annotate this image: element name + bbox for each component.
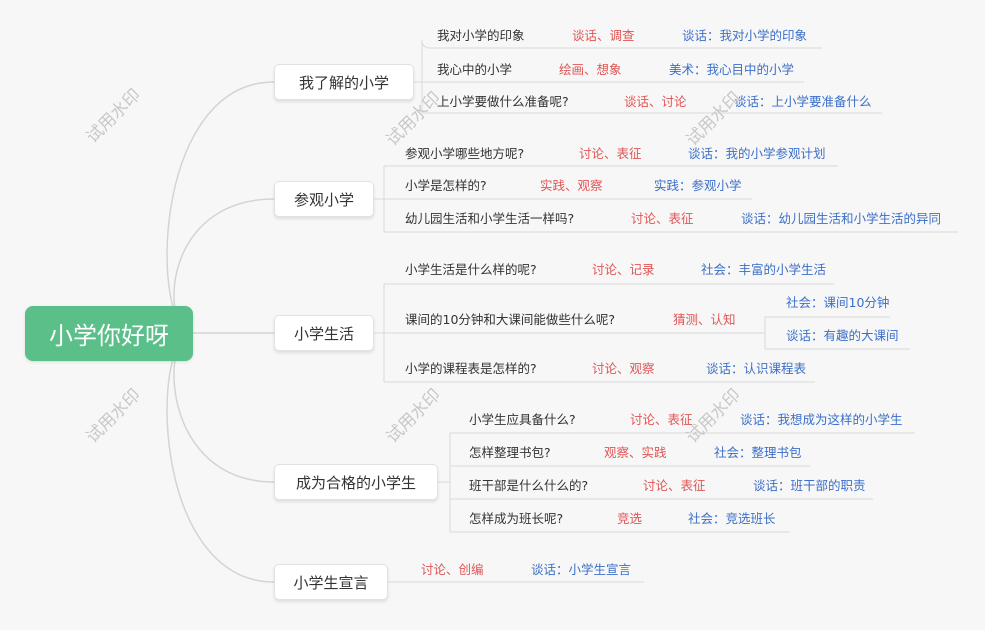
topic-activity[interactable]: 谈话：班干部的职责 [753,478,866,493]
topic-method[interactable]: 讨论、表征 [631,211,694,226]
topic-method[interactable]: 竞选 [617,511,643,526]
topic-method[interactable]: 讨论、表征 [579,146,642,161]
topic-question[interactable]: 我对小学的印象 [437,28,525,43]
topic-question[interactable]: 班干部是什么什么的? [469,478,589,493]
topic-activity[interactable]: 谈话：我的小学参观计划 [688,146,826,161]
topic-question[interactable]: 参观小学哪些地方呢? [405,146,525,161]
topic-activity[interactable]: 社会：整理书包 [714,445,802,460]
root-topic[interactable]: 小学你好呀 [25,306,193,361]
topic-activity[interactable]: 实践：参观小学 [654,178,742,193]
topic-method[interactable]: 观察、实践 [604,445,667,460]
branch-3[interactable]: 小学生活 [274,315,374,351]
topic-method[interactable]: 猜测、认知 [673,312,736,327]
topic-activity[interactable]: 谈话：认识课程表 [706,361,807,376]
topic-question[interactable]: 我心中的小学 [437,62,513,77]
topic-activity[interactable]: 谈话：我对小学的印象 [682,28,808,43]
topic-activity[interactable]: 谈话：上小学要准备什么 [734,94,872,109]
branch-4[interactable]: 成为合格的小学生 [274,464,438,500]
topic-question[interactable]: 课间的10分钟和大课间能做些什么呢? [405,312,616,327]
topic-activity[interactable]: 社会：丰富的小学生活 [701,262,827,277]
topic-activity[interactable]: 社会：课间10分钟 [786,295,890,310]
topic-method[interactable]: 绘画、想象 [559,62,622,77]
topic-question[interactable]: 上小学要做什么准备呢? [437,94,569,109]
topic-activity[interactable]: 社会：竞选班长 [688,511,776,526]
topic-method[interactable]: 谈话、调查 [572,28,635,43]
branch-2[interactable]: 参观小学 [274,181,374,217]
topic-method[interactable]: 讨论、记录 [592,262,655,277]
topic-question[interactable]: 小学生应具备什么? [469,412,576,427]
topic-question[interactable]: 小学的课程表是怎样的? [405,361,537,376]
topic-method[interactable]: 实践、观察 [540,178,603,193]
topic-question[interactable]: 小学是怎样的? [405,178,487,193]
topic-method[interactable]: 谈话、讨论 [624,94,687,109]
branch-1[interactable]: 我了解的小学 [274,64,414,100]
topic-method[interactable]: 讨论、观察 [592,361,655,376]
branch-5[interactable]: 小学生宣言 [274,564,388,600]
topic-activity[interactable]: 谈话：有趣的大课间 [786,328,899,343]
topic-question[interactable]: 幼儿园生活和小学生活一样吗? [405,211,575,226]
topic-activity[interactable]: 谈话：幼儿园生活和小学生活的异同 [741,211,942,226]
topic-question[interactable]: 小学生活是什么样的呢? [405,262,537,277]
topic-method[interactable]: 讨论、创编 [421,562,484,577]
topic-method[interactable]: 讨论、表征 [630,412,693,427]
topic-question[interactable]: 怎样整理书包? [469,445,551,460]
topic-method[interactable]: 讨论、表征 [643,478,706,493]
topic-activity[interactable]: 美术：我心目中的小学 [669,62,795,77]
topic-activity[interactable]: 谈话：我想成为这样的小学生 [740,412,903,427]
topic-question[interactable]: 怎样成为班长呢? [469,511,564,526]
topic-activity[interactable]: 谈话：小学生宣言 [531,562,632,577]
